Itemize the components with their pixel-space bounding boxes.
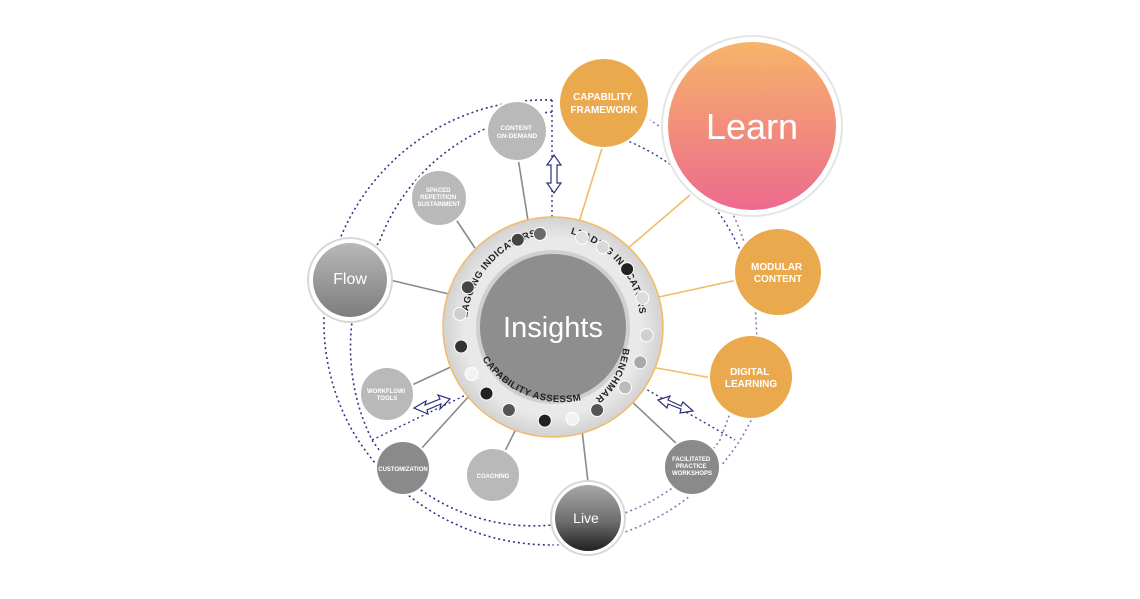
learn-node-line1: DIGITAL xyxy=(730,367,769,378)
svg-text:CAPABILITY FRAMEWORK: CAPABILITY FRAMEWORK xyxy=(570,92,638,116)
flow-node-line1: SPACED xyxy=(426,188,451,194)
spoke-modular-content xyxy=(644,279,738,301)
live-hub[interactable]: Live xyxy=(550,480,626,556)
live-node-line2: PRACTICE xyxy=(676,464,707,470)
learn-node-modular-content[interactable]: MODULAR CONTENT xyxy=(733,227,823,317)
center-hub: Insights xyxy=(442,216,664,438)
learn-hub[interactable]: Learn xyxy=(661,35,843,217)
learn-node-line2: FRAMEWORK xyxy=(570,105,638,116)
learn-node-line2: LEARNING xyxy=(725,379,777,390)
inner-orbit-navy xyxy=(349,111,553,527)
flow-hub[interactable]: Flow xyxy=(307,237,393,323)
d-logo-icon xyxy=(510,232,525,247)
connector-dotted-left xyxy=(371,392,471,441)
live-hub-label: Live xyxy=(573,510,599,526)
live-node-line1: COACHING xyxy=(477,474,510,480)
center-label: Insights xyxy=(503,312,603,344)
ring-logo-icon xyxy=(479,386,494,401)
learn-node-line1: CAPABILITY xyxy=(573,92,633,103)
spark-logo-icon xyxy=(464,367,479,381)
flow-node-line2: TOOLS xyxy=(377,396,398,402)
spoke-spaced-repetition xyxy=(454,217,476,249)
flow-node-line3: SUSTAINMENT xyxy=(418,202,461,208)
feather-logo-icon xyxy=(575,230,589,245)
svg-text:FACILITATED PRACTICE: FACILITATED PRACTICE WORKSHOPS xyxy=(672,457,712,477)
bird-logo-icon xyxy=(460,280,475,295)
live-node-facilitated-practice[interactable]: FACILITATED PRACTICE WORKSHOPS xyxy=(663,438,721,496)
flow-hub-disc xyxy=(313,243,387,317)
flow-node-line1: CONTENT xyxy=(500,125,531,132)
spoke-customization xyxy=(419,394,471,451)
hexagon-logo-icon xyxy=(454,339,469,354)
live-node-line1: CUSTOMIZATION xyxy=(378,467,427,473)
star-logo-icon xyxy=(452,306,467,321)
leaf-logo-icon xyxy=(635,291,650,305)
flow-node-content-on-demand[interactable]: CONTENT ON-DEMAND xyxy=(486,100,548,162)
flow-node-line2: ON-DEMAND xyxy=(497,133,538,140)
target-logo-icon xyxy=(639,328,654,343)
learn-node-digital-learning[interactable]: DIGITAL LEARNING xyxy=(708,334,794,420)
ring-logo-icons xyxy=(452,226,654,428)
puzzle-logo-icon xyxy=(565,411,580,426)
learn-node-line2: CONTENT xyxy=(754,274,802,285)
two-way-arrow-top-icon xyxy=(545,153,563,195)
svg-text:MODULAR CONTENT: MODULAR CONTENT xyxy=(751,262,805,285)
flow-node-line2: REPETITION xyxy=(420,195,456,201)
svg-text:DIGITAL LEARNING: DIGITAL LEARNING xyxy=(725,367,777,390)
learn-hub-label: Learn xyxy=(706,106,798,147)
learn-node-line1: MODULAR xyxy=(751,262,803,273)
flow-hub-label: Flow xyxy=(333,271,367,288)
spoke-flow xyxy=(389,279,454,296)
orbit-learn-arc xyxy=(619,137,741,251)
gear-logo-icon xyxy=(532,226,547,241)
live-hub-disc xyxy=(555,485,621,551)
spoke-learn xyxy=(619,194,691,256)
live-node-customization[interactable]: CUSTOMIZATION xyxy=(375,440,431,496)
learn-hub-disc xyxy=(668,42,836,210)
smile-logo-icon xyxy=(595,240,610,255)
flow-node-line1: WORKFLOW/ xyxy=(367,389,406,395)
svg-text:CONTENT ON-DEMAND: CONTENT ON-DEMAND xyxy=(497,125,538,140)
two-way-arrow-right-icon xyxy=(656,394,695,414)
dots-logo-icon xyxy=(618,380,632,395)
linkedin-logo-icon xyxy=(590,403,605,417)
flow-node-workflow-tools[interactable]: WORKFLOW/ TOOLS xyxy=(359,366,415,422)
center-disc xyxy=(480,254,626,400)
flow-node-spaced-repetition[interactable]: SPACED REPETITION SUSTAINMENT xyxy=(410,169,468,227)
svg-text:WORKFLOW/ TOOLS: WORKFLOW/ TOOLS xyxy=(367,389,407,402)
live-node-coaching[interactable]: COACHING xyxy=(465,447,521,503)
spoke-live xyxy=(581,429,589,483)
s-logo-icon xyxy=(501,403,516,417)
learn-node-capability-framework[interactable]: CAPABILITY FRAMEWORK xyxy=(558,57,650,149)
live-node-line3: WORKSHOPS xyxy=(672,471,712,477)
svg-text:SPACED REPETITION: SPACED REPETITION SUSTAINMENT xyxy=(418,188,461,208)
two-way-arrows xyxy=(412,153,695,416)
sprout-logo-icon xyxy=(537,413,552,428)
infinity-logo-icon xyxy=(620,262,635,277)
spoke-facilitated xyxy=(627,397,679,446)
spoke-workflow-tools xyxy=(411,364,456,386)
outer-orbit-navy xyxy=(323,99,553,546)
two-way-arrow-left-icon xyxy=(412,393,452,416)
swirl-logo-icon xyxy=(633,355,648,370)
live-node-line1: FACILITATED xyxy=(672,457,711,463)
